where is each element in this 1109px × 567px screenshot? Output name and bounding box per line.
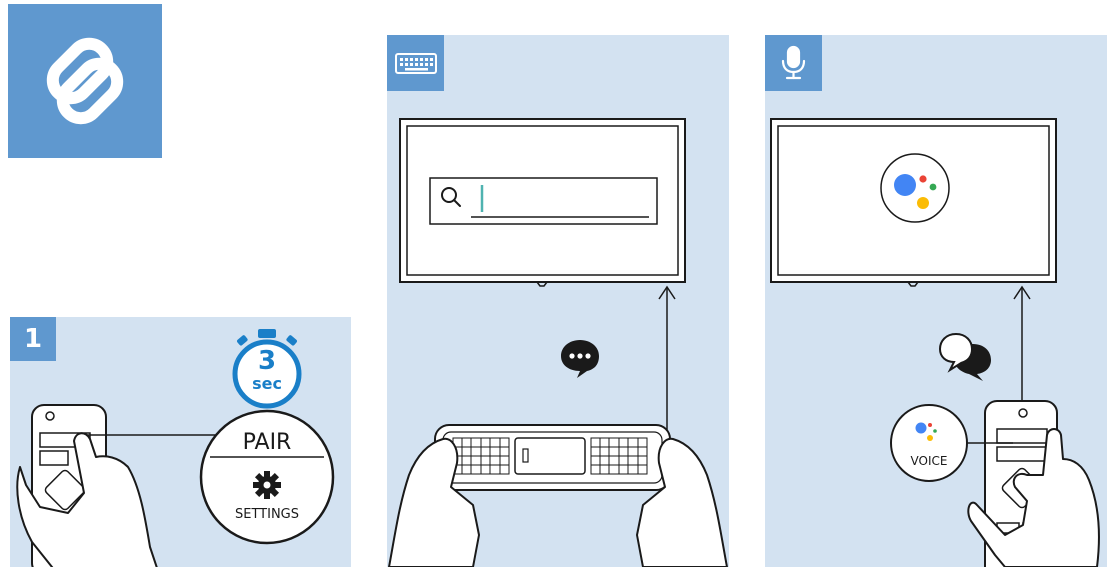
search-icon [441, 187, 461, 207]
signal-arrow [1013, 285, 1031, 403]
hand [967, 428, 1100, 567]
settings-label: SETTINGS [235, 507, 299, 522]
link-icon [46, 37, 124, 125]
search-box [429, 177, 658, 225]
step-number: 1 [10, 317, 56, 361]
right-hand [636, 437, 728, 567]
pairing-panel: 3 sec PAIR SETTINGS 1 [10, 317, 351, 567]
signal-arrow [658, 285, 676, 430]
left-hand [388, 437, 480, 567]
voice-button [890, 404, 968, 482]
keyboard-remote [434, 424, 671, 491]
timer-icon [232, 329, 302, 409]
gear-icon [253, 471, 281, 499]
keyboard-panel [387, 35, 729, 567]
timer-value: 3 [258, 346, 276, 376]
google-assistant-icon [880, 153, 950, 223]
voice-panel: VOICE [765, 35, 1107, 567]
tv-screen [770, 118, 1057, 287]
chat-bubble-icon [561, 340, 599, 378]
keyboard-icon [395, 53, 437, 74]
voice-label: VOICE [911, 454, 948, 468]
microphone-icon [781, 45, 806, 80]
link-tile [8, 4, 162, 158]
timer-unit: sec [252, 374, 282, 393]
voice-chat-icon [938, 332, 991, 381]
hand [16, 432, 158, 567]
pair-label: PAIR [243, 430, 292, 455]
